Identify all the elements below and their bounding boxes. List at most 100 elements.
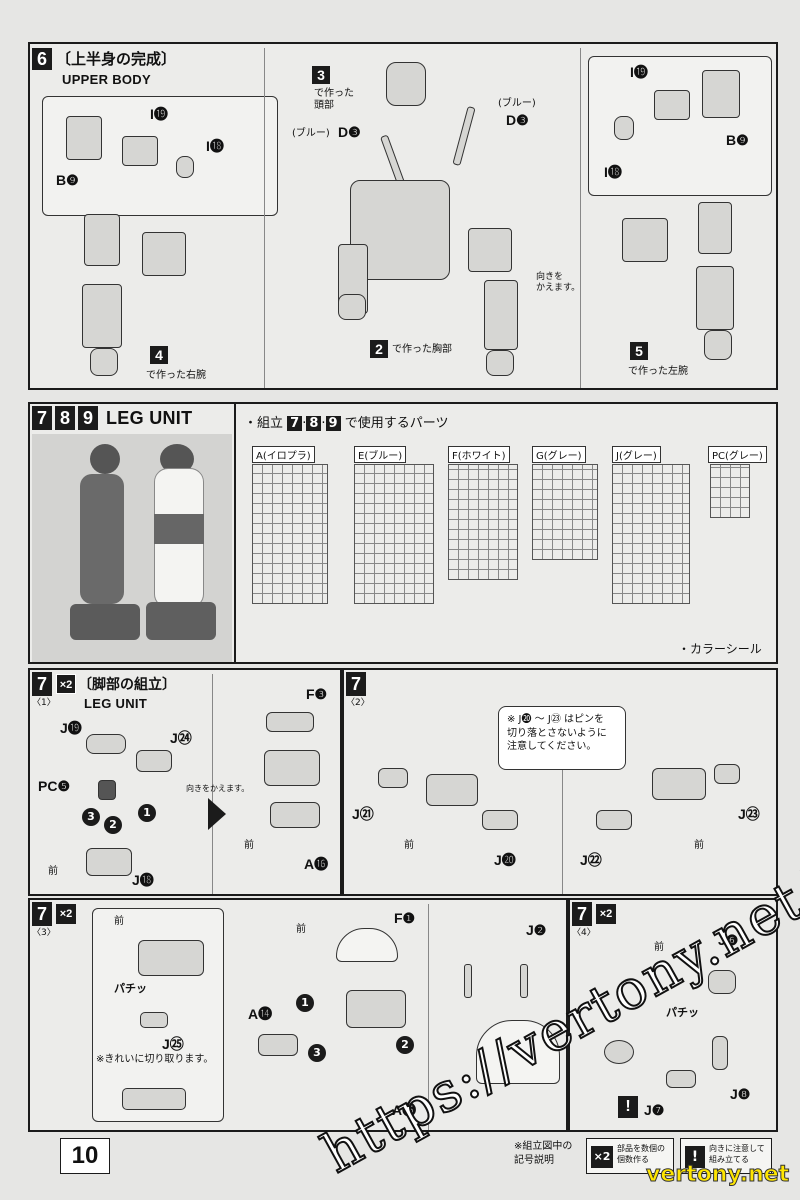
step-marker-2: 2 [104,816,122,834]
runner-g-label: G(グレー) [532,446,586,463]
step-marker-3-2: 2 [396,1036,414,1054]
left-arm-hand [704,330,732,360]
step7-1-multiplier: ×2 [56,674,76,694]
label-i18-left: I⓲ [206,138,224,154]
part-mid-joint [712,1036,728,1070]
label-j2: J❷ [526,922,547,938]
step7-3-multiplier: ×2 [56,904,76,924]
runner-g [532,464,598,560]
step789-panel: 7 8 9 LEG UNIT ・組立 7·8·9 で使用するパーツ A(イロプラ… [28,402,778,664]
step-marker-3-1: 1 [296,994,314,1012]
label-d3-right: D❸ [506,112,529,128]
left-arm-forearm [696,266,734,330]
front-label-1b: 前 [244,840,254,851]
label-a14: A⓮ [248,1006,273,1022]
runner-f [448,464,518,580]
step7-3-number: 7 [32,902,52,926]
part-detail-peg [604,1040,634,1064]
left-arm-upper [698,202,732,254]
part-j19 [86,734,126,754]
step6-divider-2 [580,48,581,388]
blue-label-right: (ブルー) [498,98,536,109]
label-i18-right: I⓲ [604,164,622,180]
runner-j [612,464,690,604]
runner-a [252,464,328,604]
turn-arrow [208,798,226,830]
label-j23: J㉓ [738,806,760,822]
left-arm-caption: で作った左腕 [628,366,688,377]
right-arm-upper [84,214,120,266]
part-j21 [378,768,408,788]
leg-dark-body [80,474,124,604]
part-j2-left [464,964,472,998]
part-cut-detail [122,1088,186,1110]
pin-warning-note: ※ J⓴ ～ J㉓ はピンを 切り落とさないように 注意してください。 [498,706,626,770]
label-a16: A⓰ [304,856,329,872]
label-d3-left: D❸ [338,124,361,140]
right-arm-hand [90,348,118,376]
label-b9-left: B❾ [56,172,79,188]
step789-divider [234,404,236,662]
label-j6: J❻ [718,932,739,948]
part-j22 [596,810,632,830]
head-part [386,62,426,106]
page-number-box: 10 [60,1138,110,1174]
step7-3-divider [428,904,429,1130]
legend-prefix: ※組立図中の 記号説明 [514,1141,573,1166]
page-number: 10 [71,1142,99,1169]
legend-excl-symbol: ! [685,1146,705,1168]
legend-x2-box: ×2 部品を数個の 個数作る [586,1138,674,1174]
leg-dark-upper [90,444,120,474]
step7-4-multiplier: ×2 [596,904,616,924]
step7-1-divider [212,674,213,894]
step7-3-sub: 〈3〉 [32,928,56,938]
front-label-4: 前 [654,942,664,953]
left-arm-limb [484,280,518,350]
step7-4-sub: 〈4〉 [572,928,596,938]
step-marker-1: 1 [138,804,156,822]
right-arm-step-badge: 4 [150,346,168,364]
front-label-1a: 前 [48,866,58,877]
runner-pc-label: PC(グレー) [708,446,767,463]
step-marker-3: 3 [82,808,100,826]
pachi-label-1: パチッ [114,982,147,995]
blue-label-left: (ブルー) [292,128,330,139]
part-j23 [714,764,740,784]
parts-heading-n7: 7 [287,416,303,431]
shoulder-frame-i19-right [654,90,690,120]
shoulder-armor-b9-left [66,116,102,160]
turn-note: 向きを かえます。 [536,272,581,293]
leg-dark-foot [70,604,140,640]
step6-title-jp: 〔上半身の完成〕 [56,50,177,68]
front-label-2b: 前 [694,840,704,851]
front-small-label: 前 [114,916,124,927]
step6-divider-1 [264,48,265,388]
part-a16 [270,802,320,828]
step7-1-number: 7 [32,672,52,696]
step7-4-panel: 7 ×2 〈4〉 前 J❻ パチッ ! J❼ J❽ [568,898,778,1132]
step-marker-3-3: 3 [308,1044,326,1062]
caution-badge: ! [618,1096,638,1118]
leg-light-knee [154,514,204,544]
left-arm-hand-center [486,350,514,376]
right-shoulder-block [142,232,186,276]
joint-i18-right [614,116,634,140]
label-j20: J⓴ [494,852,516,868]
step7-1-title-jp: 〔脚部の組立〕 [78,677,176,693]
part-a14 [258,1034,298,1056]
legend-x2-symbol: ×2 [591,1146,613,1168]
label-j8: J❽ [730,1086,751,1102]
turn-label: 向きをかえます。 [186,784,250,793]
chest-step-badge: 2 [370,340,388,358]
head-step-badge: 3 [312,66,330,84]
right-arm-caption: で作った右腕 [146,370,206,381]
parts-heading: ・組立 7·8·9 で使用するパーツ [244,416,449,431]
step7-2-sub: 〈2〉 [346,698,370,708]
step7-1-panel: 7 ×2 〈1〉 〔脚部の組立〕 LEG UNIT J⓳ J㉔ PC❺ 3 2 … [28,668,342,896]
part-lower-shell [476,1020,560,1084]
label-j24: J㉔ [170,730,192,746]
label-i19-left: I⓳ [150,106,168,122]
corner-watermark: vertony.net [645,1162,790,1188]
legend-excl-box: ! 向きに注意して 組み立てる [680,1138,772,1174]
label-j21: J㉑ [352,806,374,822]
